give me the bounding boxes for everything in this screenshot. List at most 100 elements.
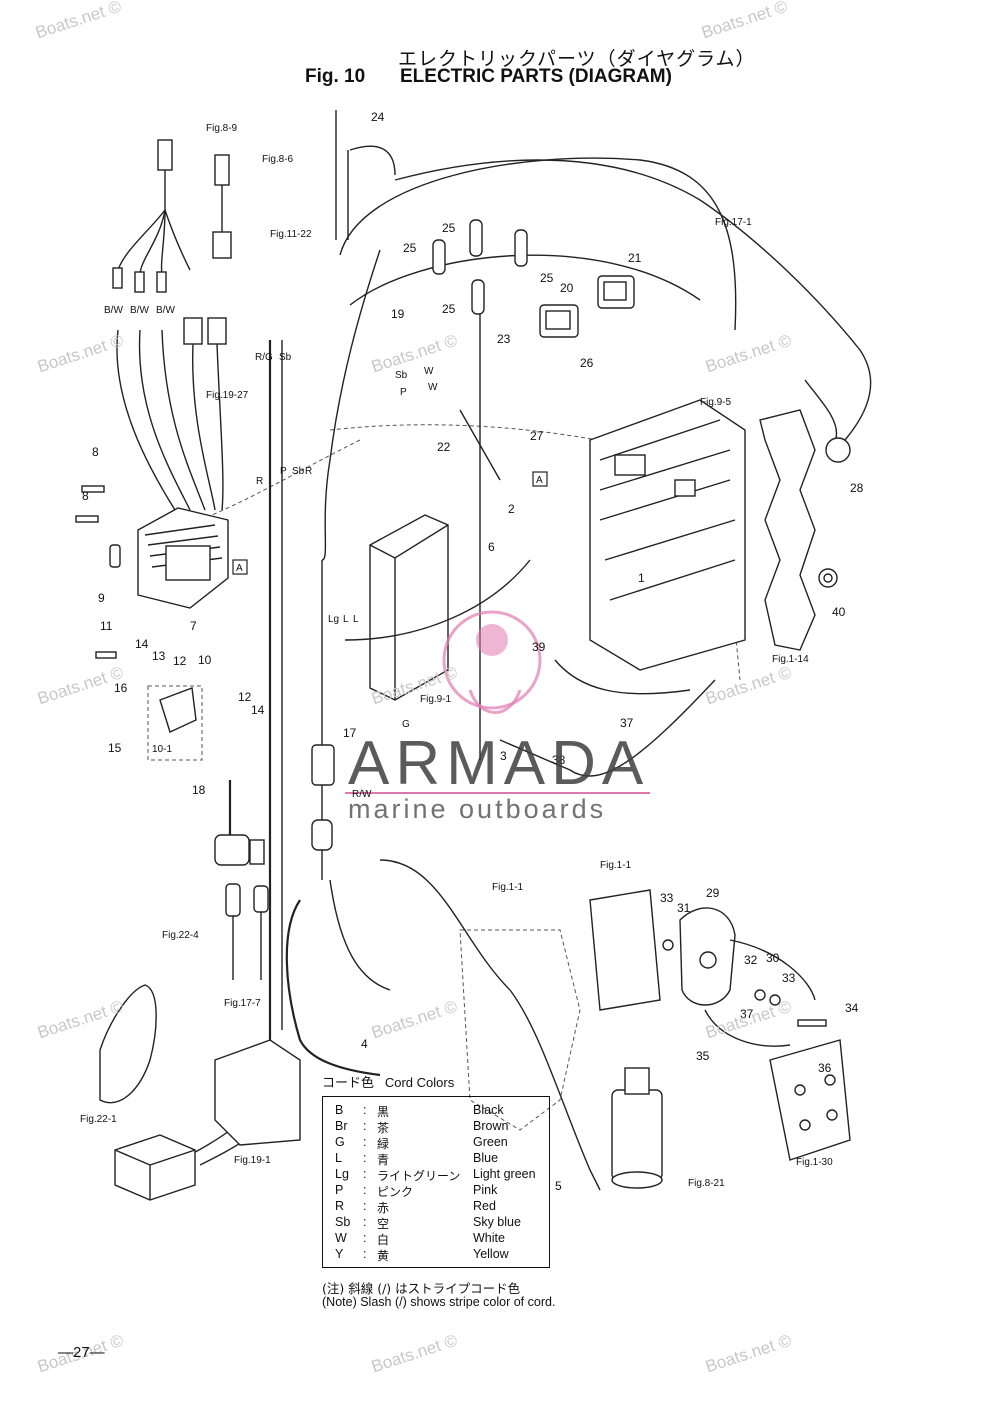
part-label-8a: 8	[92, 445, 99, 459]
part-label-39: 39	[532, 640, 546, 654]
armada-emblem	[442, 610, 542, 714]
part-label-1: 1	[638, 571, 645, 585]
harness-4	[329, 879, 391, 991]
part-label-12a: 12	[173, 654, 187, 668]
fig-ref-1-30: Fig.1-30	[796, 1157, 833, 1168]
part-label-35: 35	[696, 1049, 710, 1063]
part-label-20: 20	[560, 281, 574, 295]
part-label-27: 27	[530, 429, 544, 443]
rectifier-regulator-7	[137, 507, 229, 609]
plug-cap-25-d	[471, 279, 485, 315]
ground-lead-24	[335, 110, 396, 240]
plug-cap-25-a	[432, 239, 446, 275]
connector-fig22-4	[225, 883, 269, 980]
wire-code-sb: Sb	[279, 352, 292, 363]
cdi-unit	[369, 514, 449, 701]
plug-cap-25-c	[514, 229, 528, 267]
wire-code-w-1: W	[424, 366, 434, 377]
lower-unit-outline	[459, 929, 581, 1131]
figure-number: Fig. 10	[305, 66, 366, 87]
fig-ref-8-6: Fig.8-6	[262, 154, 294, 165]
fig-ref-9-1: Fig.9-1	[420, 694, 452, 705]
part-label-3: 3	[500, 749, 507, 763]
part-label-26: 26	[580, 356, 594, 370]
engine-block-right	[759, 409, 816, 651]
part-label-5: 5	[555, 1179, 562, 1193]
wire-38	[499, 679, 716, 777]
plate-29	[679, 907, 736, 1006]
part-label-19: 19	[391, 307, 405, 321]
fig-ref-9-5: Fig.9-5	[700, 397, 732, 408]
part-label-31: 31	[677, 901, 691, 915]
part-label-6: 6	[488, 540, 495, 554]
wire-code-lg: Lg	[328, 614, 339, 625]
wire-code-p-2: P	[400, 387, 407, 398]
svg-text:A: A	[536, 475, 543, 486]
part-label-10: 10	[198, 653, 212, 667]
wire-code-bw-3: B/W	[156, 305, 175, 316]
part-label-33b: 33	[782, 971, 796, 985]
part-label-14b: 14	[251, 703, 265, 717]
fig-ref-22-1: Fig.22-1	[80, 1114, 117, 1125]
wire-35	[704, 1009, 791, 1047]
part-label-11: 11	[100, 619, 113, 633]
part-label-38: 38	[552, 753, 566, 767]
fig-ref-17-1: Fig.17-1	[715, 217, 752, 228]
wire-code-bw-1: B/W	[104, 305, 123, 316]
part-label-16: 16	[114, 681, 128, 695]
part-label-21: 21	[628, 251, 642, 265]
part-label-28: 28	[850, 481, 864, 495]
armada-tagline: marine outboards	[348, 794, 607, 824]
fig-ref-1-1-b: Fig.1-1	[492, 882, 524, 893]
fig-ref-8-21: Fig.8-21	[688, 1178, 725, 1189]
fig-ref-11-22: Fig.11-22	[270, 229, 312, 240]
title-japanese: エレクトリックパーツ（ダイヤグラム）	[398, 48, 756, 70]
relay-21	[597, 275, 635, 309]
wire-37	[554, 659, 691, 695]
remote-control	[99, 984, 157, 1104]
part-label-23: 23	[497, 332, 511, 346]
battery	[114, 1134, 196, 1201]
part-label-7: 7	[190, 619, 197, 633]
part-label-32: 32	[744, 953, 758, 967]
connector-17	[311, 744, 335, 851]
wire-code-p: P	[280, 466, 287, 477]
part-label-10-1: 10-1	[152, 744, 172, 755]
part-label-25c: 25	[540, 271, 554, 285]
wire-code-rg: R/G	[255, 352, 273, 363]
part-label-22: 22	[437, 440, 451, 454]
coupler-18	[214, 780, 265, 866]
part-label-25b: 25	[403, 241, 417, 255]
wire-code-l-2: L	[353, 614, 359, 625]
wire-code-l-1: L	[343, 614, 349, 625]
ignition-module-1	[589, 399, 746, 671]
plug-cap-25-b	[469, 219, 483, 257]
part-label-8b: 8	[82, 489, 89, 503]
page-number: —27—	[58, 1344, 105, 1361]
fig-ref-19-27: Fig.19-27	[206, 390, 249, 401]
part-label-33a: 33	[660, 891, 674, 905]
pulser-coil-40	[818, 568, 838, 588]
fig-ref-1-14: Fig.1-14	[772, 654, 809, 665]
legend-title-en: Cord Colors	[384, 1075, 455, 1090]
part-label-17: 17	[343, 726, 357, 740]
part-label-15: 15	[108, 741, 122, 755]
connector-fig8-6	[183, 154, 232, 511]
starter-motor	[611, 1067, 663, 1189]
part-label-36: 36	[818, 1061, 832, 1075]
bolt-34	[797, 1019, 827, 1027]
armada-logo-text: ARMADA	[348, 729, 650, 798]
part-label-25a: 25	[442, 221, 456, 235]
wire-code-w-2: W	[428, 382, 438, 393]
part-label-12b: 12	[238, 690, 252, 704]
part-label-24: 24	[371, 110, 385, 124]
